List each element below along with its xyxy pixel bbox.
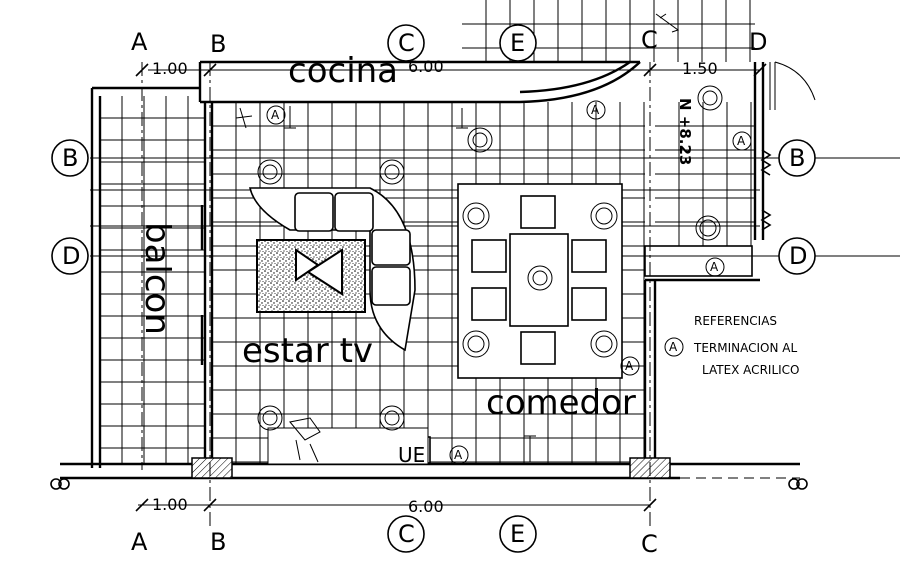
- legend-symbol-circle: [664, 337, 684, 357]
- axis-letter-a: A: [131, 28, 148, 56]
- dimension-top-1-00: 1.00: [152, 59, 188, 78]
- axis-letter-c: C: [641, 26, 658, 54]
- axis-bubble-letter-b: B: [62, 144, 78, 172]
- finish-tag-icon: [705, 257, 725, 277]
- axis-bubble-d: [778, 237, 816, 275]
- finish-tag-icon: [586, 100, 606, 120]
- legend-item-line-2: LATEX ACRILICO: [702, 363, 800, 377]
- legend-title: REFERENCIAS: [694, 314, 777, 328]
- misc-fixtures: [235, 13, 721, 465]
- finish-tag-label: A: [271, 108, 280, 122]
- room-label-cocina: cocina: [288, 51, 398, 91]
- legend-item-line-1: TERMINACION AL: [693, 341, 797, 355]
- room-label-balcon: balcon: [137, 222, 177, 335]
- axis-bubble-letter-d: D: [62, 242, 80, 270]
- finish-tag-icon: [732, 131, 752, 151]
- ceiling-light-icon: [467, 127, 493, 153]
- ceiling-light-icon: [379, 405, 405, 431]
- axis-bubble-b: [778, 139, 816, 177]
- finish-tag-label: A: [591, 103, 600, 117]
- axis-bubbles: A B C D A B C C E C E B D B D: [50, 24, 816, 558]
- dining-light-icon: [462, 330, 490, 358]
- dimension-bottom-6-00: 6.00: [408, 497, 444, 516]
- break-symbol-icon: [50, 478, 62, 490]
- finish-tag-icon: [449, 445, 469, 465]
- axis-bubble-b: [51, 139, 89, 177]
- dining-light-icon: [590, 330, 618, 358]
- room-label-estar-tv: estar tv: [242, 331, 373, 371]
- level-marker: N +8.23: [676, 98, 694, 165]
- axis-letter-b: B: [210, 30, 226, 58]
- dining-light-icon: [590, 202, 618, 230]
- axis-letter-d: D: [749, 28, 767, 56]
- axis-bubble-letter-e: E: [510, 520, 525, 548]
- label-ue: UE: [398, 443, 425, 467]
- room-label-comedor: comedor: [486, 383, 636, 423]
- axis-bubble-d: [51, 237, 89, 275]
- ceiling-light-icon: [257, 405, 283, 431]
- dimension-top-1-50: 1.50: [682, 59, 718, 78]
- dimension-top-6-00: 6.00: [408, 57, 444, 76]
- finish-tag-label: A: [737, 134, 746, 148]
- finish-tag-label: A: [454, 448, 463, 462]
- ceiling-light-icon: [257, 159, 283, 185]
- dining-light-icon: [462, 202, 490, 230]
- axis-bubble-letter-b: B: [789, 144, 805, 172]
- ceiling-light-icon: [697, 85, 723, 111]
- labels: cocina estar tv comedor balcon UE 1.00 6…: [137, 51, 800, 516]
- axis-bubble-letter-d: D: [789, 242, 807, 270]
- break-symbol-icon: [788, 478, 800, 490]
- finish-tag-label: A: [625, 359, 634, 373]
- axis-lines: [90, 62, 900, 530]
- axis-bubble-letter-e: E: [510, 29, 525, 57]
- axis-letter-c: C: [641, 530, 658, 558]
- finish-tag-icon: [266, 105, 286, 125]
- axis-letter-a: A: [131, 528, 148, 556]
- axis-bubble-e: [499, 24, 537, 62]
- axis-bubble-letter-c: C: [398, 520, 415, 548]
- living-furniture: [248, 187, 416, 352]
- dimension-bottom-1-00: 1.00: [152, 495, 188, 514]
- axis-bubble-letter-c: C: [398, 29, 415, 57]
- axis-letter-b: B: [210, 528, 226, 556]
- walls: [60, 60, 816, 480]
- legend-symbol: A: [669, 340, 678, 354]
- axis-bubble-e: [499, 515, 537, 553]
- axis-bubble-c: [387, 24, 425, 62]
- ceiling-fixtures: A A A A A A: [257, 85, 752, 465]
- finish-tag-icon: [620, 356, 640, 376]
- axis-bubble-c: [387, 515, 425, 553]
- ceiling-light-icon: [379, 159, 405, 185]
- dining-furniture: [457, 183, 623, 379]
- finish-tag-label: A: [710, 260, 719, 274]
